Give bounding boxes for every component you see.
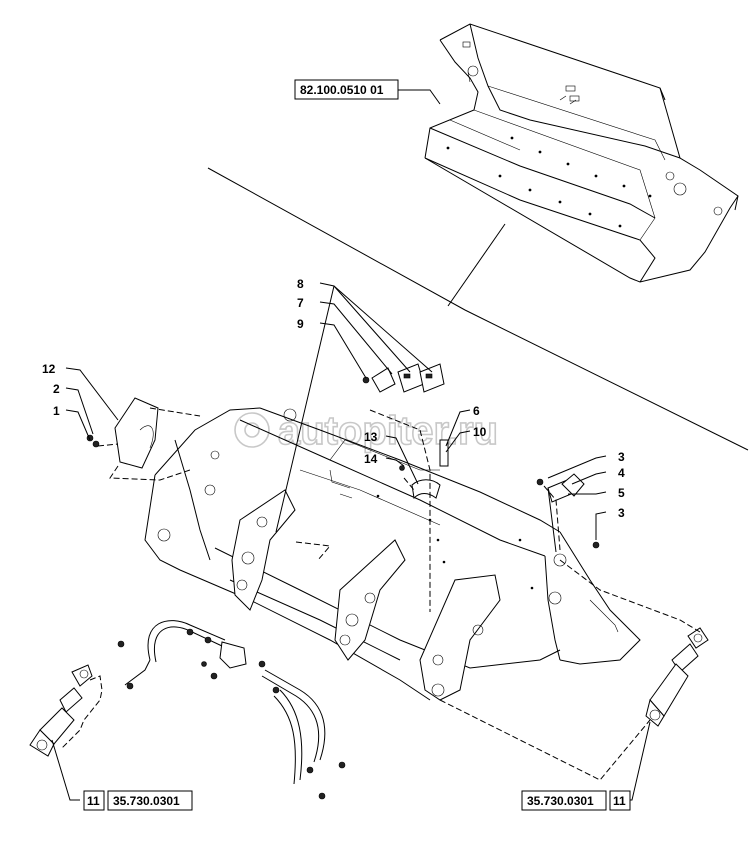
pivot-pins: [536, 473, 600, 549]
watermark: autopiter.ru: [234, 408, 499, 454]
tooth-left: [231, 489, 296, 611]
ref-bucket-label: 82.100.0510 01: [300, 83, 384, 97]
upper-bucket: [424, 23, 739, 283]
callout-6: 6: [473, 404, 480, 418]
callouts: 12 2 1 8 7 9 6 10 13 14 3 4 5 3: [42, 277, 625, 520]
bucket-leader: [447, 223, 506, 307]
section-line: [207, 167, 749, 451]
callout-3b: 3: [618, 506, 625, 520]
cylinder-right: [645, 627, 709, 727]
ref-cylinder-left-num: 11: [87, 794, 100, 808]
ref-cylinder-right-code: 35.730.0301: [527, 794, 594, 808]
callout-3a: 3: [618, 450, 625, 464]
pin-parts: [399, 439, 449, 500]
ref-cylinder-right-num: 11: [613, 794, 626, 808]
cylinder-left: [29, 664, 93, 757]
tooth-right: [419, 574, 501, 701]
ref-bucket[interactable]: 82.100.0510 01: [294, 79, 399, 100]
callout-5: 5: [618, 486, 625, 500]
callout-1: 1: [53, 404, 60, 418]
callout-10: 10: [473, 425, 487, 439]
callout-2: 2: [53, 382, 60, 396]
ref-cylinder-left[interactable]: 11 35.730.0301: [83, 790, 193, 811]
watermark-text: autopiter.ru: [278, 409, 498, 453]
leader-lines: [51, 89, 651, 801]
callout-13: 13: [364, 430, 378, 444]
assembly-dash-lines: [61, 407, 701, 781]
callout-12: 12: [42, 362, 56, 376]
ref-cylinder-right[interactable]: 35.730.0301 11: [521, 790, 631, 811]
callout-4: 4: [618, 466, 625, 480]
guard-part-12: [86, 397, 159, 469]
callout-9: 9: [297, 317, 304, 331]
callout-14: 14: [364, 452, 378, 466]
ref-cylinder-left-code: 35.730.0301: [113, 794, 180, 808]
callout-8: 8: [297, 277, 304, 291]
hose-assembly: [117, 620, 346, 800]
callout-7: 7: [297, 296, 304, 310]
tooth-middle: [334, 539, 406, 661]
wear-pads: [362, 363, 445, 393]
